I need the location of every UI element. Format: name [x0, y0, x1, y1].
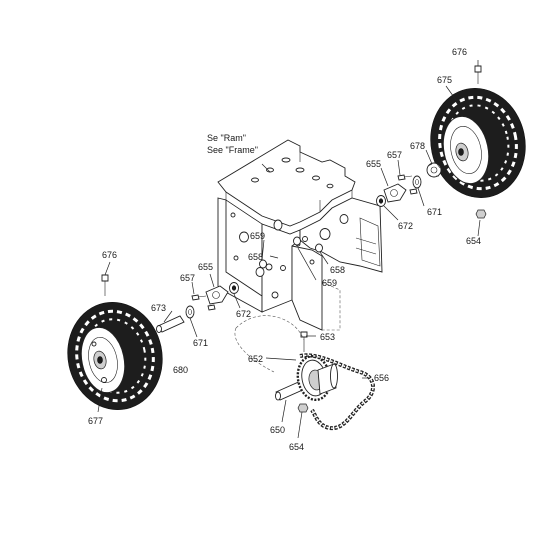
- label-680: 680: [173, 365, 188, 375]
- part-number-labels: 676 675 678 657 655 671 672 654 659 658 …: [88, 47, 481, 452]
- label-677: 677: [88, 416, 103, 426]
- axle-sprocket-chain: [234, 315, 375, 431]
- label-659-lower: 659: [322, 278, 337, 288]
- label-659-upper: 659: [250, 231, 265, 241]
- label-655-left: 655: [198, 262, 213, 272]
- hardware-parts: [101, 65, 487, 413]
- label-655-right: 655: [366, 159, 381, 169]
- note-frame: See "Frame": [207, 145, 258, 155]
- label-671-right: 671: [427, 207, 442, 217]
- leader-lines: [97, 60, 481, 439]
- label-658-left: 658: [248, 252, 263, 262]
- label-654-right: 654: [466, 236, 481, 246]
- label-675: 675: [437, 75, 452, 85]
- label-658-right: 658: [330, 265, 345, 275]
- reference-notes: Se "Ram" See "Frame": [207, 133, 258, 155]
- left-wheel: [67, 301, 163, 411]
- label-657-left: 657: [180, 273, 195, 283]
- label-678: 678: [410, 141, 425, 151]
- note-ram: Se "Ram": [207, 133, 246, 143]
- label-652: 652: [248, 354, 263, 364]
- label-672-right: 672: [398, 221, 413, 231]
- label-650: 650: [270, 425, 285, 435]
- label-676-left: 676: [102, 250, 117, 260]
- label-671-left: 671: [193, 338, 208, 348]
- label-673: 673: [151, 303, 166, 313]
- frame-housing: [217, 139, 383, 331]
- label-676-top: 676: [452, 47, 467, 57]
- right-wheel: [430, 88, 526, 198]
- label-656: 656: [374, 373, 389, 383]
- label-657-right: 657: [387, 150, 402, 160]
- label-672-left: 672: [236, 309, 251, 319]
- label-653: 653: [320, 332, 335, 342]
- label-654-bottom: 654: [289, 442, 304, 452]
